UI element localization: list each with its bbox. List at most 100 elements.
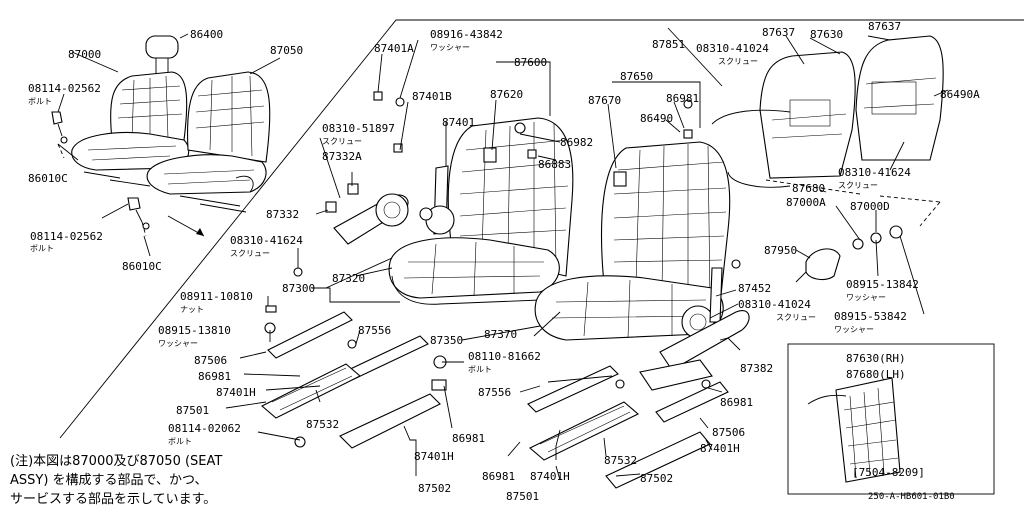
label-08915-13810: 08915-13810 [158, 324, 231, 337]
label-87620: 87620 [490, 88, 523, 101]
label-87000d: 87000D [850, 200, 890, 213]
bolt-86010c-lower [127, 197, 150, 230]
label-87851: 87851 [652, 38, 685, 51]
leader-lines [71, 27, 949, 481]
label-inset-87680-lh: 87680(LH) [846, 368, 906, 381]
label-bolt-upper: ボルト [28, 97, 52, 106]
label-87532-right: 87532 [604, 454, 637, 467]
label-08911-10810: 08911-10810 [180, 290, 253, 303]
label-screw-c: スクリュー [718, 57, 758, 66]
label-87650: 87650 [620, 70, 653, 83]
label-87680: 87680 [792, 182, 825, 195]
label-87401h-bottom: 87401H [530, 470, 570, 483]
label-87501-bottom: 87501 [506, 490, 539, 503]
label-washer-d: ワッシャー [834, 325, 874, 334]
inset-box-seat-back-pocket [787, 343, 995, 495]
label-washer-b: ワッシャー [158, 339, 198, 348]
label-86981-left: 86981 [198, 370, 231, 383]
label-bolt-c: ボルト [168, 437, 192, 446]
right-seat-cushion-exploded [534, 275, 724, 341]
inset-model-code: [7504-8209] [852, 466, 925, 479]
label-87556-lower: 87556 [478, 386, 511, 399]
diagram-reference-code: 250-A-HB601-01B0 [868, 492, 955, 502]
label-87630: 87630 [810, 28, 843, 41]
section-divider-line [59, 19, 1024, 439]
label-87000a: 87000A [786, 196, 826, 209]
label-08310-41624-right: 08310-41624 [838, 166, 911, 179]
label-86981-center: 86981 [452, 432, 485, 445]
part-labels: 86400 87000 87050 08114-02562 ボルト 86010C… [28, 20, 980, 503]
label-washer-a: ワッシャー [430, 43, 470, 52]
label-08110-81662: 08110-81662 [468, 350, 541, 363]
label-86490: 86490 [640, 112, 673, 125]
label-87370: 87370 [484, 328, 517, 341]
label-87506-right: 87506 [712, 426, 745, 439]
assembled-seats-illustration [71, 35, 271, 237]
label-87501-left: 87501 [176, 404, 209, 417]
label-08310-41024-bottom: 08310-41024 [738, 298, 811, 311]
label-87401b: 87401B [412, 90, 452, 103]
label-inset-87630-rh: 87630(RH) [846, 352, 906, 365]
label-screw-a: スクリュー [322, 137, 362, 146]
label-screw-b: スクリュー [230, 249, 270, 258]
label-87050: 87050 [270, 44, 303, 57]
label-87502-left: 87502 [418, 482, 451, 495]
label-86981-top: 86981 [666, 92, 699, 105]
label-87600: 87600 [514, 56, 547, 69]
label-08310-51897: 08310-51897 [322, 122, 395, 135]
label-87506-left: 87506 [194, 354, 227, 367]
left-seat-frame-brackets [333, 165, 455, 245]
label-86981-bottom: 86981 [482, 470, 515, 483]
label-87532-left: 87532 [306, 418, 339, 431]
label-86981-right: 86981 [720, 396, 753, 409]
label-86883: 86883 [538, 158, 571, 171]
label-87332a: 87332A [322, 150, 362, 163]
label-86982: 86982 [560, 136, 593, 149]
label-87637-left: 87637 [762, 26, 795, 39]
label-87332: 87332 [266, 208, 299, 221]
label-screw-d: スクリュー [838, 181, 878, 190]
label-87350: 87350 [430, 334, 463, 347]
bolt-86010c-upper [51, 111, 68, 144]
label-87502-right: 87502 [640, 472, 673, 485]
label-87452: 87452 [738, 282, 771, 295]
label-08114-02562-upper: 08114-02562 [28, 82, 101, 95]
japanese-footnote: (注)本図は87000及び87050 (SEAT ASSY) を構成する部品で、… [10, 454, 223, 507]
label-87556-upper: 87556 [358, 324, 391, 337]
label-87382: 87382 [740, 362, 773, 375]
label-08310-41024-top: 08310-41024 [696, 42, 769, 55]
label-86010c-upper: 86010C [28, 172, 68, 185]
label-86490a: 86490A [940, 88, 980, 101]
label-87637-right: 87637 [868, 20, 901, 33]
label-87401a: 87401A [374, 42, 414, 55]
label-87950: 87950 [764, 244, 797, 257]
right-seat-frame-brackets [639, 267, 750, 391]
label-87401: 87401 [442, 116, 475, 129]
label-08114-02562-lower: 08114-02562 [30, 230, 103, 243]
right-seat-back-exploded [601, 141, 731, 305]
label-washer-c: ワッシャー [846, 293, 886, 302]
label-87670: 87670 [588, 94, 621, 107]
left-seat-back-exploded [447, 117, 574, 277]
label-08916-43842: 08916-43842 [430, 28, 503, 41]
label-nut: ナット [180, 305, 204, 314]
label-bolt-d: ボルト [468, 365, 492, 374]
label-87000: 87000 [68, 48, 101, 61]
label-87401h-right: 87401H [700, 442, 740, 455]
label-08310-41624-left: 08310-41624 [230, 234, 303, 247]
label-08915-13842: 08915-13842 [846, 278, 919, 291]
label-87401h-left: 87401H [216, 386, 256, 399]
left-seat-cushion-exploded [388, 237, 560, 305]
label-87320: 87320 [332, 272, 365, 285]
label-08915-53842: 08915-53842 [834, 310, 907, 323]
label-86010c-lower: 86010C [122, 260, 162, 273]
label-87300: 87300 [282, 282, 315, 295]
label-87401h-center: 87401H [414, 450, 454, 463]
label-screw-e: スクリュー [776, 313, 816, 322]
label-86400: 86400 [190, 28, 223, 41]
label-08114-02062: 08114-02062 [168, 422, 241, 435]
assembly-dashed-line [765, 179, 941, 227]
bracket-87950 [805, 225, 903, 281]
label-bolt-lower: ボルト [30, 244, 54, 253]
